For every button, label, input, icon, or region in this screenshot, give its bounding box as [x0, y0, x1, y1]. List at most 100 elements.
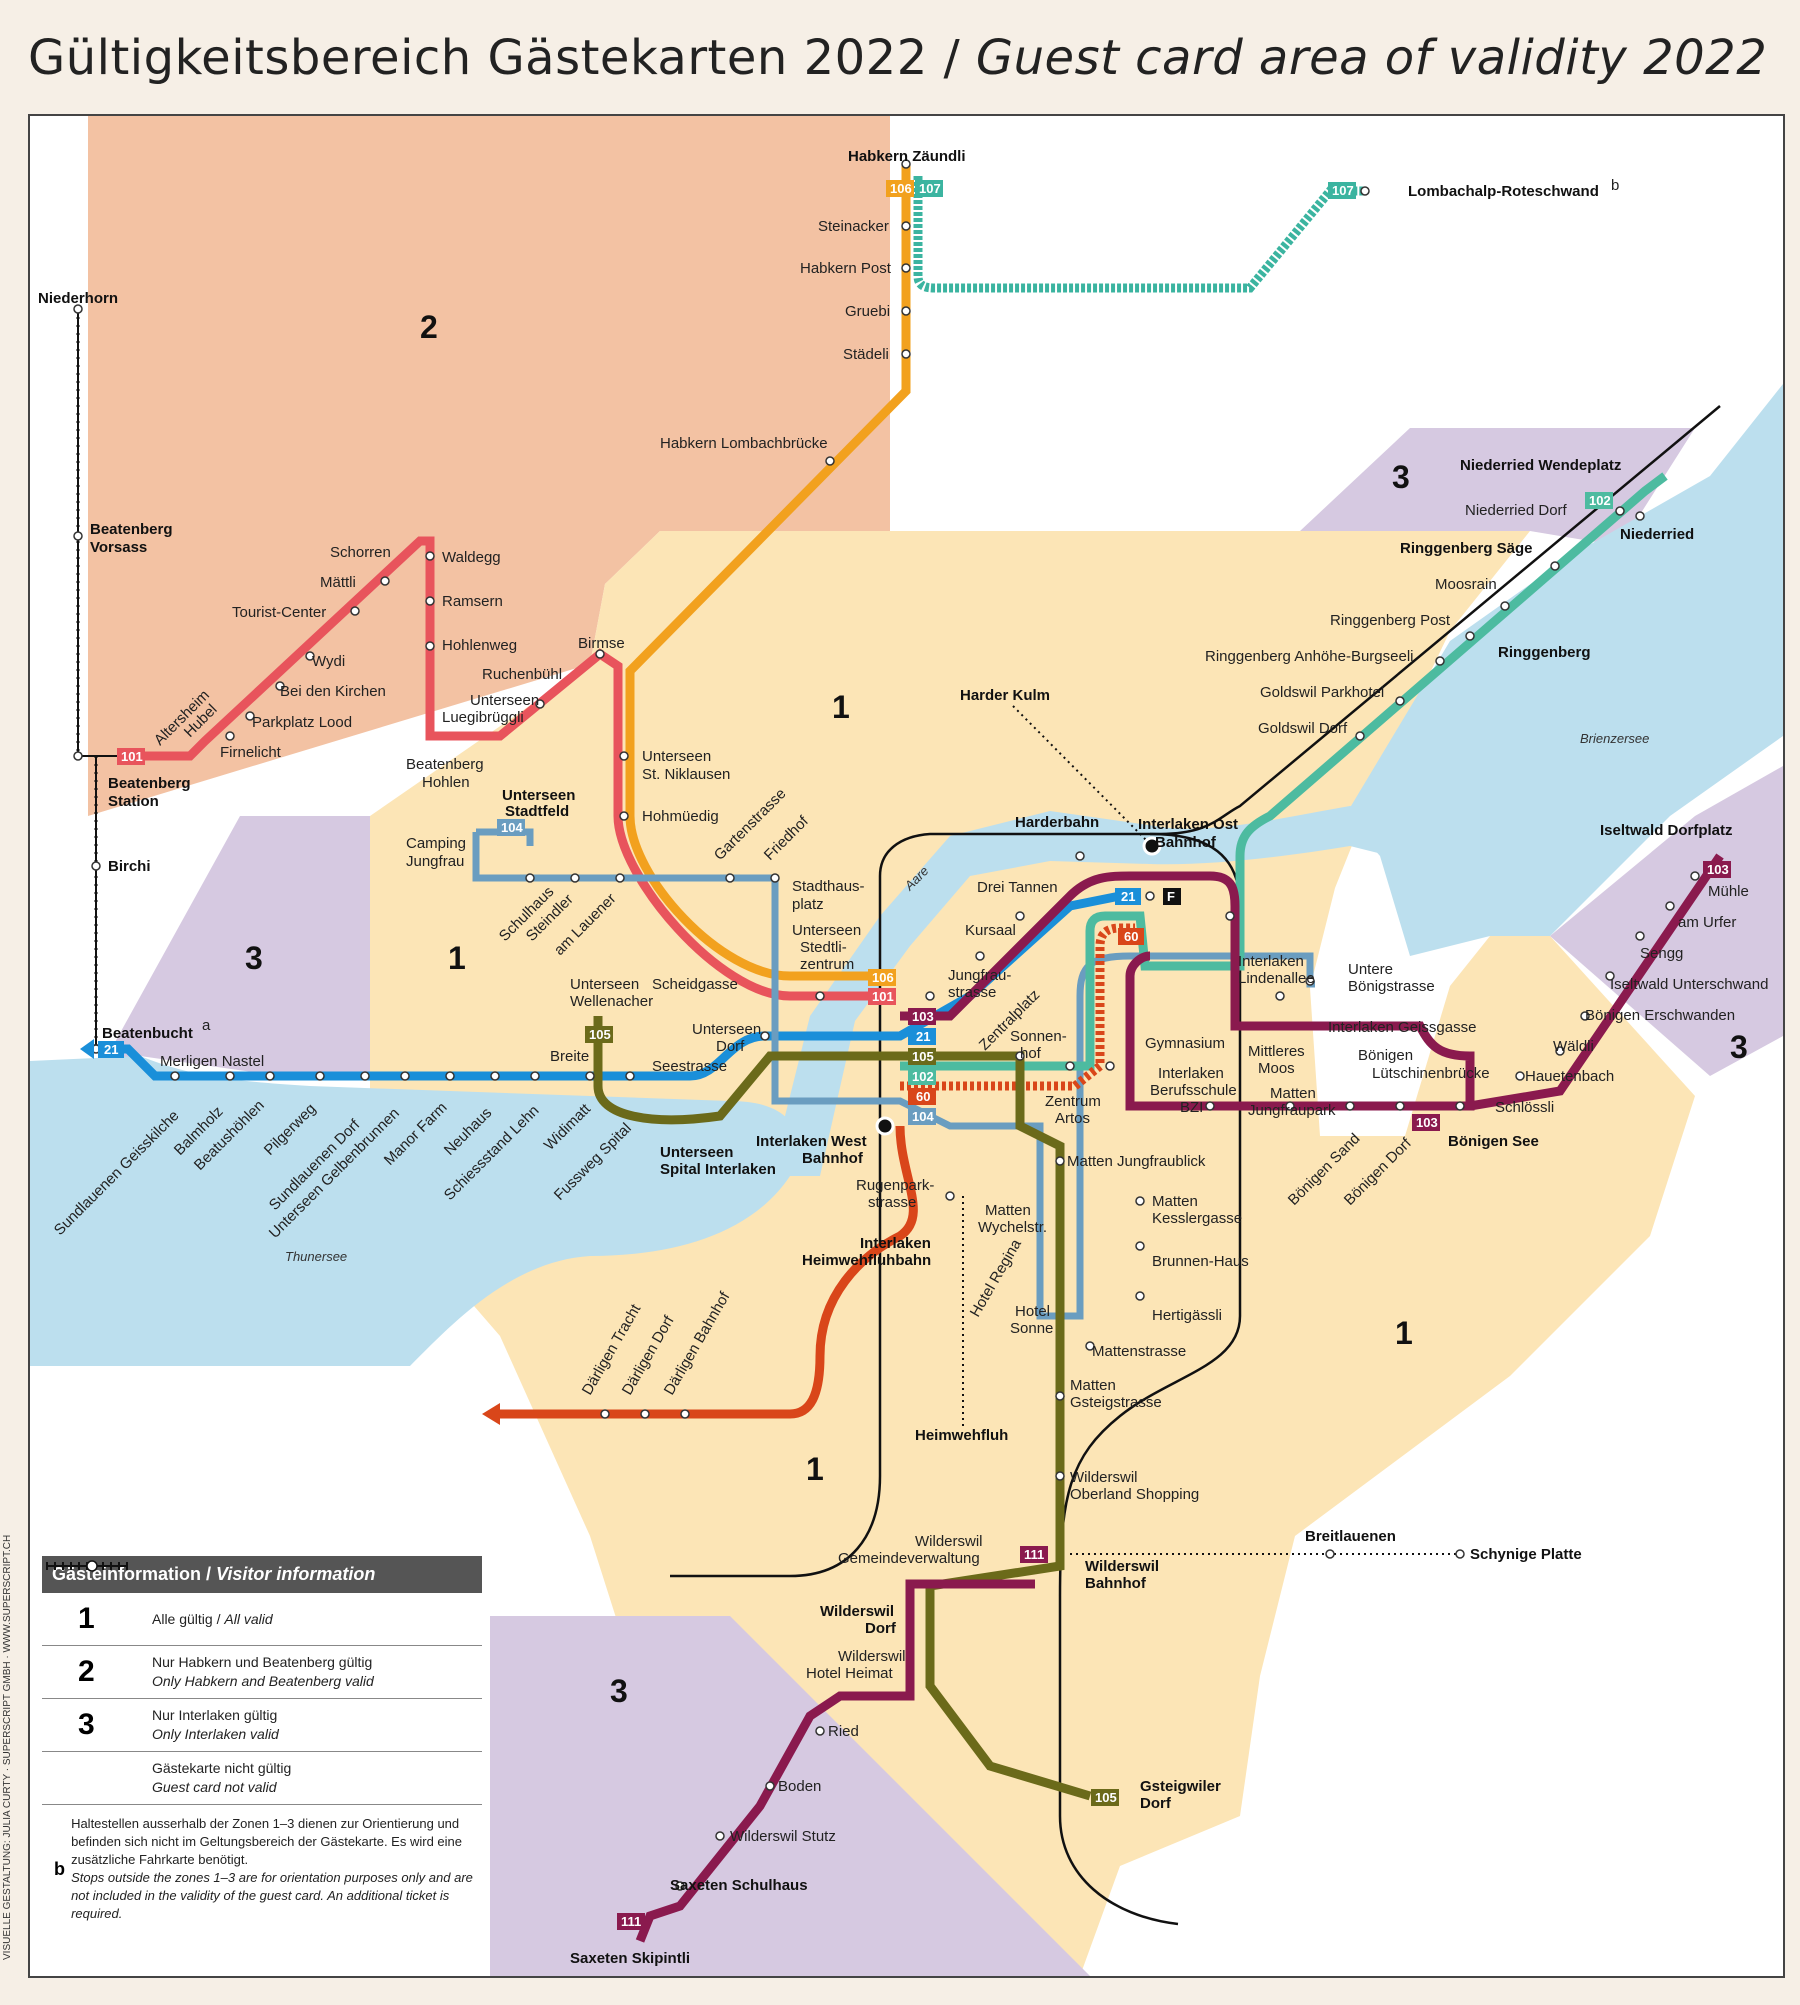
stop-sonnenhof-1: Sonnen-	[1010, 1028, 1067, 1045]
line-111	[635, 1579, 1035, 1943]
stop-goldswil-dorf: Goldswil Dorf	[1258, 720, 1348, 737]
stop-beatenberg-hohlen-2: Hohlen	[422, 774, 470, 791]
stop-camping-jungfrau-2: Jungfrau	[406, 853, 464, 870]
stop-saxeten-schulhaus: Saxeten Schulhaus	[670, 1877, 808, 1894]
stop-hotel-sonne-2: Sonne	[1010, 1320, 1053, 1337]
stop-interlaken-ost-2: Bahnhof	[1155, 834, 1217, 851]
legend-zone-number: 1	[78, 1602, 95, 1635]
svg-text:104: 104	[912, 1109, 934, 1124]
stop-harderbahn: Harderbahn	[1015, 814, 1099, 831]
line-104	[472, 828, 1315, 1320]
stop-ringgenberg-anhoehe: Ringgenberg Anhöhe-Burgseeli	[1205, 648, 1413, 665]
stop-luetschinen-1: Bönigen	[1358, 1047, 1413, 1064]
stop-oberland-shopping-1: Wilderswil	[1070, 1469, 1138, 1486]
river-aare	[770, 806, 1410, 1176]
svg-text:111: 111	[621, 1914, 641, 1929]
svg-text:111: 111	[1024, 1547, 1044, 1562]
stop-boden: Boden	[778, 1778, 821, 1795]
line-60-dotted	[900, 923, 1135, 1091]
stop-kesslergasse-2: Kesslergasse	[1152, 1210, 1242, 1227]
stop-zentrum-artos-1: Zentrum	[1045, 1093, 1101, 1110]
stop-hotel-sonne-1: Hotel	[1015, 1303, 1050, 1320]
stop-habkern-post: Habkern Post	[800, 260, 892, 277]
stop-berufsschule-1: Interlaken	[1158, 1065, 1224, 1082]
line-21-arrow-west	[80, 1039, 94, 1059]
zone-1-area	[370, 531, 1695, 1976]
stop-gsteigwiler-1: Gsteigwiler	[1140, 1778, 1221, 1795]
label-thunersee: Thunersee	[285, 1249, 347, 1264]
stop-ringgenberg-saege: Ringgenberg Säge	[1400, 540, 1533, 557]
stop-mittleres-moos-2: Moos	[1258, 1060, 1295, 1077]
stop-ringgenberg-post: Ringgenberg Post	[1330, 612, 1451, 629]
legend-row-zone-1: 1 Alle gültig / All valid	[42, 1593, 482, 1646]
stop-iseltwald-dorfplatz: Iseltwald Dorfplatz	[1600, 822, 1733, 839]
legend-zone-number: 2	[78, 1655, 95, 1688]
zone-3-area-lower	[490, 1616, 1090, 1976]
zone-1-number-west: 1	[448, 940, 466, 976]
stop-hotel-heimat-2: Hotel Heimat	[806, 1665, 894, 1682]
stop-gemeindeverwaltung-2: Gemeindeverwaltung	[838, 1550, 980, 1567]
stop-unterseen-dorf-2: Dorf	[716, 1038, 745, 1055]
stop-untere-boenigstrasse-2: Bönigstrasse	[1348, 978, 1435, 995]
stop-stadthausplatz-1: Stadthaus-	[792, 878, 865, 895]
stop-luegibrueggli-2: Luegibrüggli	[442, 709, 524, 726]
stop-birchi: Birchi	[108, 858, 151, 875]
stop-beatenbucht: Beatenbucht	[102, 1025, 193, 1042]
stop-beatenberg-station-1: Beatenberg	[108, 775, 191, 792]
stop-hohlenweg: Hohlenweg	[442, 637, 517, 654]
stop-bei-den-kirchen: Bei den Kirchen	[280, 683, 386, 700]
stop-jungfraustrasse-1: Jungfrau-	[948, 967, 1011, 984]
stop-hertigaessli: Hertigässli	[1152, 1307, 1222, 1324]
stop-beatenberg-hohlen-1: Beatenberg	[406, 756, 484, 773]
svg-text:104: 104	[501, 820, 523, 835]
stop-merligen-nastel: Merligen Nastel	[160, 1053, 264, 1070]
line-102	[900, 472, 1668, 1071]
stop-luegibrueggli-1: Unterseen	[470, 692, 539, 709]
stop-niederried: Niederried	[1620, 526, 1694, 543]
stop-kesslergasse-1: Matten	[1152, 1193, 1198, 1210]
stop-saxeten-skipintli: Saxeten Skipintli	[570, 1950, 690, 1967]
stop-breitlauenen: Breitlauenen	[1305, 1528, 1396, 1545]
rail-line-main	[670, 405, 1721, 1578]
stop-goldswil-parkhotel: Goldswil Parkhotel	[1260, 684, 1384, 701]
zone-3-area-right	[1550, 766, 1783, 1076]
stop-lombachalp: Lombachalp-Roteschwand	[1408, 183, 1599, 200]
stop-wilderswil-stutz: Wilderswil Stutz	[730, 1828, 836, 1845]
stop-breite: Breite	[550, 1048, 589, 1065]
stop-rugenparkstrasse-1: Rugenpark-	[856, 1177, 934, 1194]
zone-3-number-east: 3	[1730, 1029, 1748, 1065]
stop-stadthausplatz-2: platz	[792, 896, 824, 913]
stop-am-urfer: am Urfer	[1678, 914, 1736, 931]
zone-3-area-left	[88, 816, 370, 1091]
svg-text:21: 21	[104, 1042, 118, 1057]
stop-habkern-zaeundli: Habkern Zäundli	[848, 148, 966, 165]
stop-wilderswil-bahnhof-2: Bahnhof	[1085, 1575, 1147, 1592]
zone-1-number-north: 1	[832, 689, 850, 725]
stop-ried: Ried	[828, 1723, 859, 1740]
stop-heimwehfluhbahn-1: Interlaken	[860, 1235, 931, 1252]
svg-text:107: 107	[919, 181, 941, 196]
zone-3-area-upper	[1300, 428, 1695, 546]
stop-muehle: Mühle	[1708, 883, 1749, 900]
zone-3-number-south: 3	[610, 1673, 628, 1709]
stop-untere-boenigstrasse-1: Untere	[1348, 961, 1393, 978]
stop-ruchenbuehl: Ruchenbühl	[482, 666, 562, 683]
stop-waeldli: Wäldli	[1553, 1038, 1594, 1055]
stop-jungfraupark-1: Matten	[1270, 1085, 1316, 1102]
stop-sonnenhof-2: hof	[1020, 1045, 1042, 1062]
line-badges: 106 107 107 101 104 106 101 103 21 105 1…	[98, 180, 1731, 1930]
stop-stedtlizentrum-3: zentrum	[800, 956, 854, 973]
stop-interlaken-ost-1: Interlaken Ost	[1138, 816, 1238, 833]
stop-wychelstr-2: Wychelstr.	[978, 1219, 1047, 1236]
stop-wilderswil-bahnhof-1: Wilderswil	[1085, 1558, 1159, 1575]
rail-line-south	[1058, 832, 1242, 1926]
stop-moosrain: Moosrain	[1435, 576, 1497, 593]
stop-wilderswil-dorf-1: Wilderswil	[820, 1603, 894, 1620]
stop-habkern-lombachbruecke: Habkern Lombachbrücke	[660, 435, 828, 452]
svg-text:106: 106	[872, 970, 894, 985]
stop-brunnen-haus: Brunnen-Haus	[1152, 1253, 1249, 1270]
stop-beatenbucht-sup: a	[202, 1017, 211, 1034]
stop-hauetenbach: Hauetenbach	[1525, 1068, 1614, 1085]
stop-wydi: Wydi	[312, 653, 345, 670]
stop-schorren: Schorren	[330, 544, 391, 561]
